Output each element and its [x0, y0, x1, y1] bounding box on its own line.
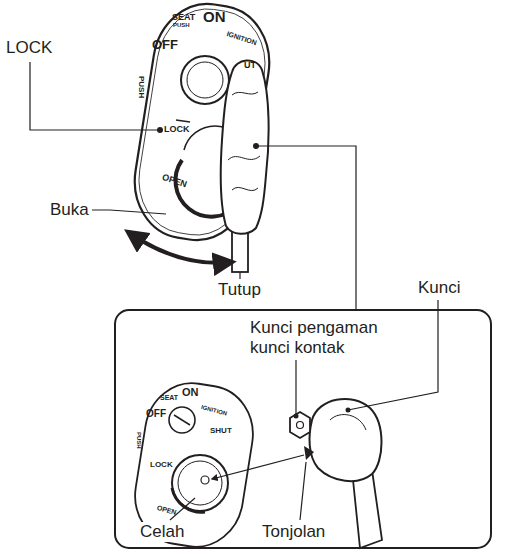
dial-marking: SEAT [172, 12, 195, 22]
part-label: Buka [50, 200, 89, 220]
dial-marking: PUSH [137, 76, 146, 98]
dial-marking: ON [203, 8, 226, 25]
dial-marking: UT [244, 60, 256, 70]
switch-plate [126, 0, 277, 248]
part-label: Tonjolan [262, 522, 325, 542]
part-label: Kunci pengaman kunci kontak [250, 318, 390, 357]
key-illustration [221, 60, 269, 272]
part-label: LOCK [6, 38, 52, 58]
rotation-arrow [128, 232, 232, 263]
leader-line [92, 210, 166, 214]
dial-marking: LOCK [164, 124, 190, 134]
dial-marking: SHUT [210, 426, 232, 435]
part-label: Celah [140, 522, 184, 542]
dial-marking: SEAT [160, 394, 178, 402]
dial-marking: LOCK [150, 460, 173, 469]
part-label: Kunci [418, 278, 461, 298]
switch-plate [128, 377, 260, 554]
leader-line [256, 146, 356, 310]
pointer-arrow [212, 455, 304, 479]
dial-marking: PUSH [135, 432, 142, 449]
dial-marking: ON [182, 386, 199, 399]
dial-marking: OFF [146, 408, 166, 420]
dial-marking: PUSH [173, 22, 190, 29]
part-label: Tutup [218, 280, 261, 300]
leader-line [30, 62, 160, 130]
dial-marking: OFF [152, 38, 178, 53]
